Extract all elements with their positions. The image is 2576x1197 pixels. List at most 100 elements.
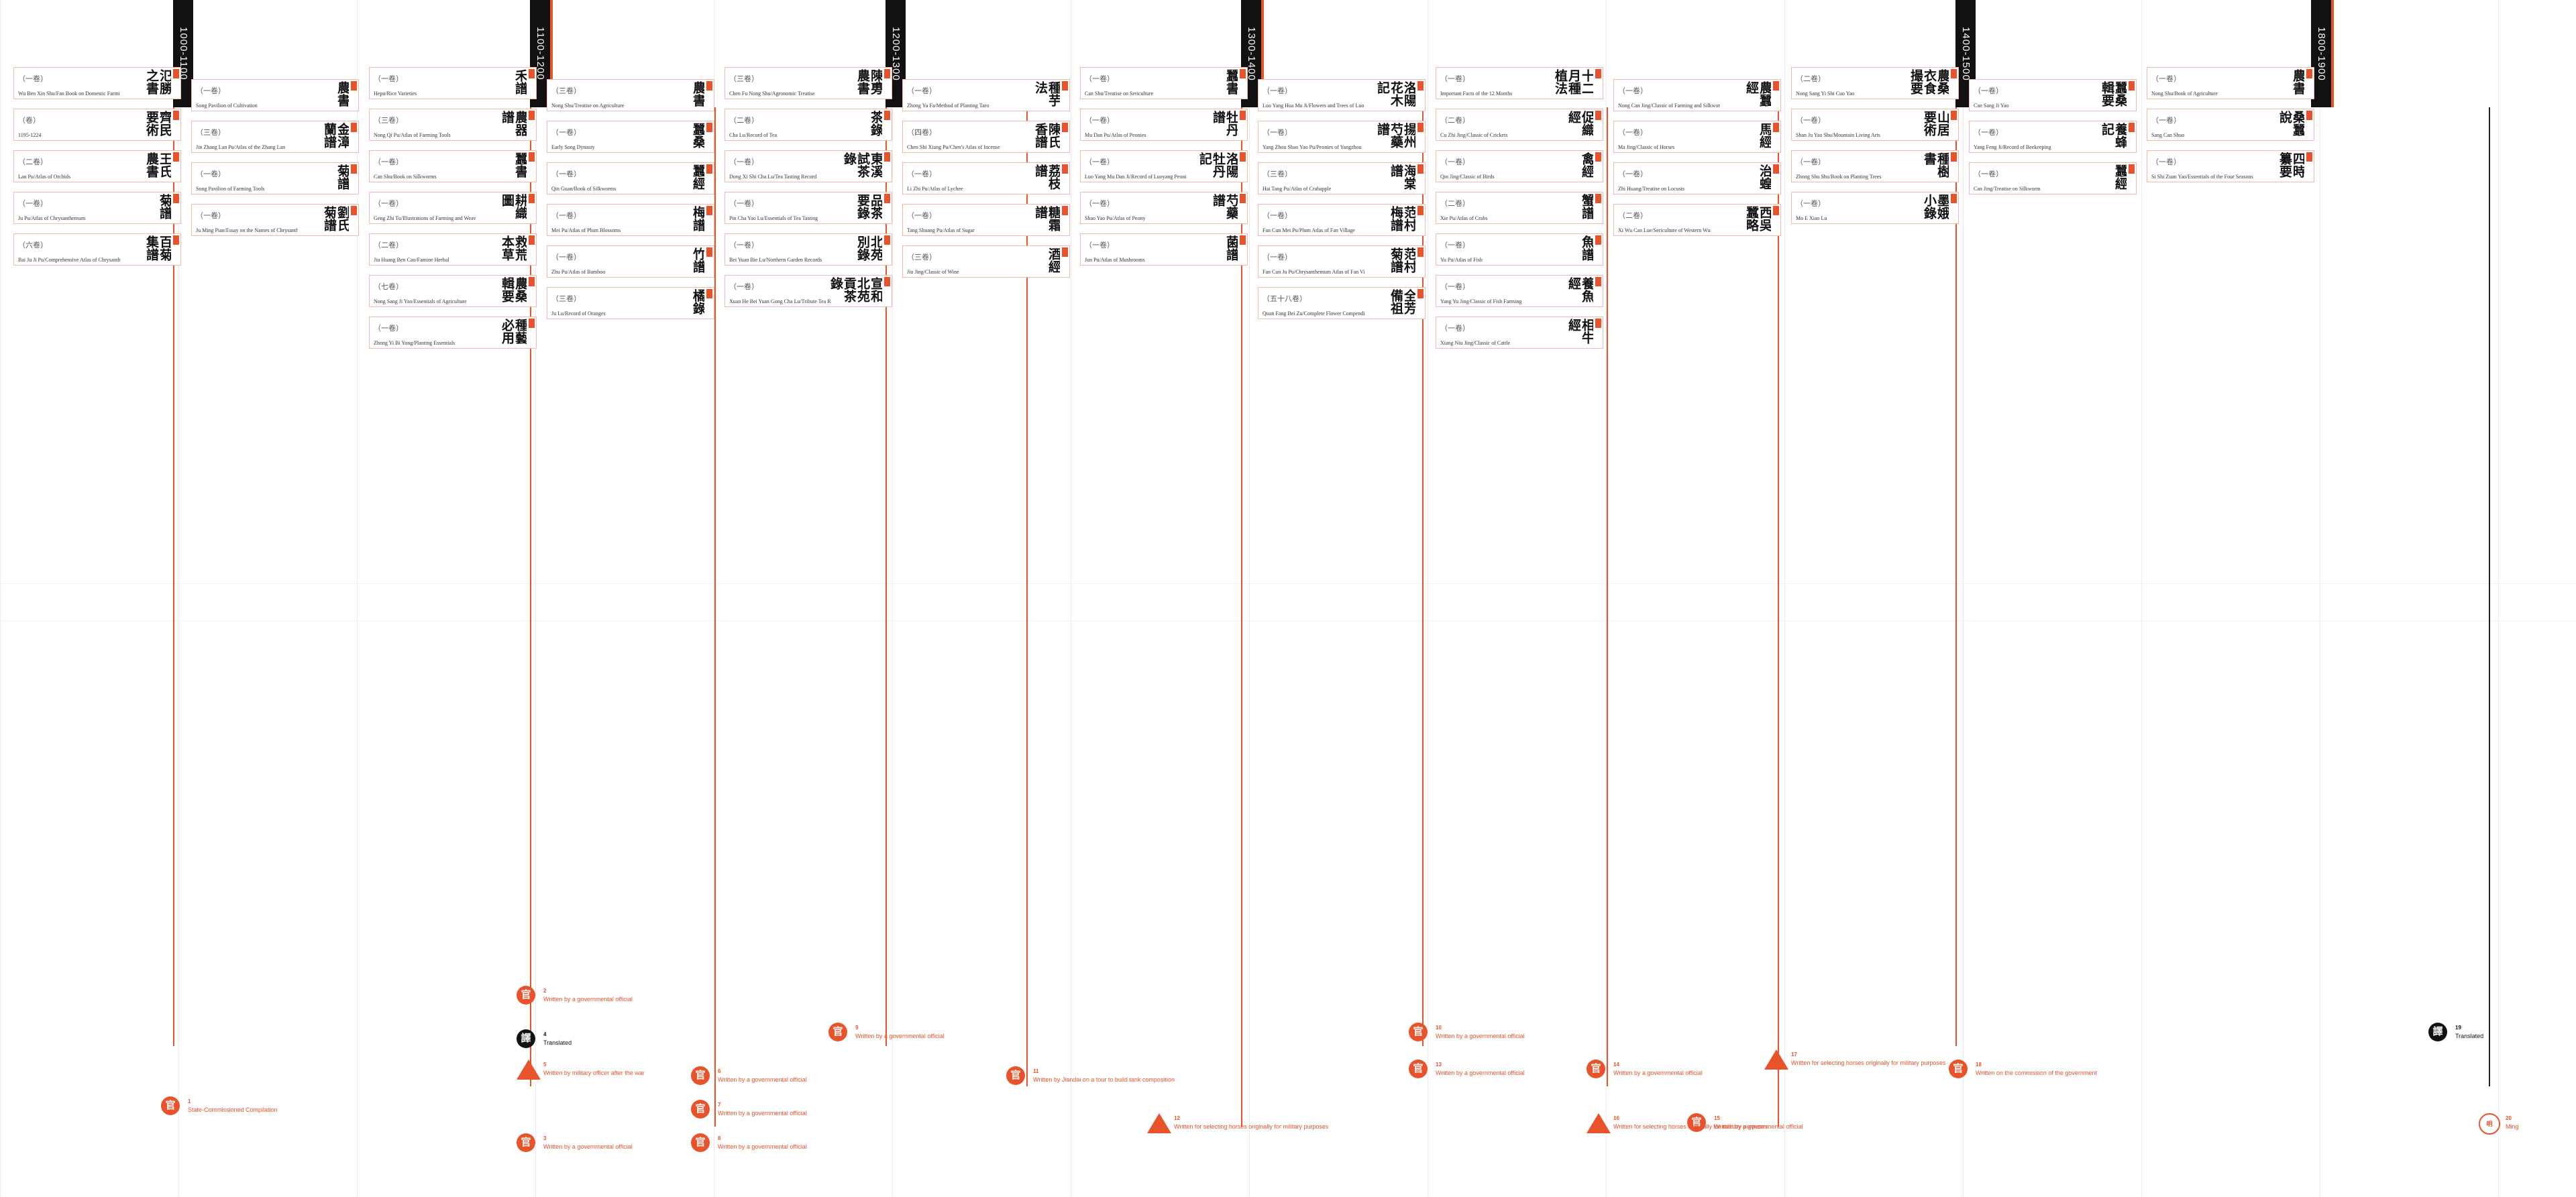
book-card[interactable]: 芍藥譜（一卷）Shao Yao Pu/Atlas of Peony (1080, 192, 1248, 224)
book-card[interactable]: 洛陽花木記（一卷）Luo Yang Hua Mu Ji/Flowers and … (1258, 79, 1426, 111)
book-card[interactable]: 馬經（一卷）Ma Jing/Classic of Horses (1613, 121, 1781, 153)
category-tag (351, 81, 357, 91)
book-card[interactable]: 養魚經（一卷）Yang Yu Jing/Classic of Fish Farm… (1436, 275, 1603, 307)
book-card[interactable]: 禽經（一卷）Qin Jing/Classic of Birds (1436, 150, 1603, 182)
book-card[interactable]: 橘錄（三卷）Ju Lu/Record of Oranges (547, 287, 714, 319)
volume-count: （一卷） (1796, 158, 1825, 166)
book-card[interactable]: 茶錄（二卷）Cha Lu/Record of Tea (724, 109, 892, 141)
book-card[interactable]: 梅譜（一卷）Mei Pu/Atlas of Plum Blossoms (547, 204, 714, 236)
book-card[interactable]: 種樹書（一卷）Zhong Shu Shu/Book on Planting Tr… (1791, 150, 1959, 182)
book-card[interactable]: 菊譜（一卷）Song Pavilion of Farming Tools (191, 162, 359, 194)
book-title-chars: 蠶桑輯要 (2100, 81, 2127, 107)
book-card[interactable]: 禾譜（一卷）Hepu/Rice Varieties (369, 67, 537, 99)
book-card[interactable]: 劉氏菊譜（一卷）Ju Ming Pian/Essay on the Names … (191, 204, 359, 236)
category-tag (529, 111, 535, 120)
grid-line (2141, 0, 2142, 1197)
book-card[interactable]: 蠶桑輯要（一卷）Can Sang Ji Yao (1969, 79, 2137, 111)
book-title-chars: 齊民要術 (144, 111, 171, 136)
book-caption: Ma Jing/Classic of Horses (1618, 144, 1675, 150)
book-card[interactable]: 耕織圖（一卷）Geng Zhi Tu/Illustrations of Farm… (369, 192, 537, 224)
book-card[interactable]: 酒經（三卷）Jiu Jing/Classic of Wine (902, 245, 1070, 278)
book-card[interactable]: 魚譜（一卷）Yu Pu/Atlas of Fish (1436, 233, 1603, 266)
book-card[interactable]: 陳旉農書（三卷）Chen Fu Nong Shu/Agronomic Treat… (724, 67, 892, 99)
category-tag (1417, 81, 1424, 91)
book-card[interactable]: 西吳蠶略（二卷）Xi Wu Can Lue/Sericulture of Wes… (1613, 204, 1781, 236)
annotation-number: 19 (2455, 1025, 2461, 1031)
book-card[interactable]: 十二月種植法（一卷）Important Facts of the 12 Mont… (1436, 67, 1603, 99)
grid-line (535, 0, 536, 1197)
book-card[interactable]: 種藝必用（一卷）Zhong Yi Bi Yong/Planting Essent… (369, 317, 537, 349)
book-card[interactable]: 蟹譜（二卷）Xie Pu/Atlas of Crabs (1436, 192, 1603, 224)
book-card[interactable]: 養蜂記（一卷）Yang Feng Ji/Record of Beekeeping (1969, 121, 2137, 153)
book-card[interactable]: 蠶桑（一卷）Early Song Dynasty (547, 121, 714, 153)
book-card[interactable]: 促織經（二卷）Cu Zhi Jing/Classic of Crickets (1436, 109, 1603, 141)
book-card[interactable]: 相牛經（一卷）Xiang Niu Jing/Classic of Cattle (1436, 317, 1603, 349)
book-caption: Chen Fu Nong Shu/Agronomic Treatise (729, 91, 815, 97)
book-card[interactable]: 北苑別錄（一卷）Bei Yuan Bie Lu/Northern Garden … (724, 233, 892, 266)
category-tag (351, 164, 357, 174)
book-card[interactable]: 菌譜（一卷）Jun Pu/Atlas of Mushrooms (1080, 233, 1248, 266)
book-card[interactable]: 宣和北苑貢茶錄（一卷）Xuan He Bei Yuan Gong Cha Lu/… (724, 275, 892, 307)
category-tag (1951, 152, 1957, 162)
book-card[interactable]: 海棠譜（三卷）Hai Tang Pu/Atlas of Crabapple (1258, 162, 1426, 194)
book-title-chars: 品茶要錄 (855, 194, 882, 219)
book-card[interactable]: 農書（一卷）Song Pavilion of Cultivation (191, 79, 359, 111)
book-card[interactable]: 種芋法（一卷）Zhong Yu Fa/Method of Planting Ta… (902, 79, 1070, 111)
book-card[interactable]: 四時纂要（一卷）Si Shi Zuan Yao/Essentials of th… (2147, 150, 2314, 182)
annotation-text: Written by a governmental official (1613, 1070, 1703, 1076)
book-card[interactable]: 農書（一卷）Nong Shu/Book of Agriculture (2147, 67, 2314, 99)
book-card[interactable]: 農書（三卷）Nong Shu/Treatise on Agriculture (547, 79, 714, 111)
book-caption: Yang Feng Ji/Record of Beekeeping (1974, 144, 2051, 150)
book-card[interactable]: 竹譜（一卷）Zhu Pu/Atlas of Bamboo (547, 245, 714, 278)
book-card[interactable]: 農桑衣食撮要（二卷）Nong Sang Yi Shi Cuo Yao (1791, 67, 1959, 99)
grid-line (0, 620, 2576, 621)
book-card[interactable]: 農桑輯要（七卷）Nong Sang Ji Yao/Essentials of A… (369, 275, 537, 307)
book-card[interactable]: 桑蠶說（一卷）Sang Can Shuo (2147, 109, 2314, 141)
book-card[interactable]: 氾勝之書（一卷）Wu Ben Xin Shu/Fan Book on Domes… (13, 67, 181, 99)
book-card[interactable]: 墨娥小錄（一卷）Mo E Xiao Lu (1791, 192, 1959, 224)
book-card[interactable]: 菊譜（一卷）Ju Pu/Atlas of Chrysanthemum (13, 192, 181, 224)
grid-line (1249, 0, 1250, 1197)
book-card[interactable]: 全芳備祖（五十八卷）Quan Fang Bei Zu/Complete Flow… (1258, 287, 1426, 319)
volume-count: （三卷） (1263, 170, 1292, 178)
annotation-marker: 官 (1949, 1060, 1968, 1078)
book-card[interactable]: 農器譜（三卷）Nong Qi Pu/Atlas of Farming Tools (369, 109, 537, 141)
book-card[interactable]: 蠶書（一卷）Can Shu/Treatise on Sericulture (1080, 67, 1248, 99)
book-card[interactable]: 范村菊譜（一卷）Fan Cun Ju Pu/Chrysanthemum Atla… (1258, 245, 1426, 278)
category-tag (1062, 164, 1068, 174)
book-card[interactable]: 救荒本草（二卷）Jiu Huang Ben Cao/Famine Herbal (369, 233, 537, 266)
volume-count: （一卷） (1618, 170, 1648, 178)
book-card[interactable]: 揚州芍藥譜（一卷）Yang Zhou Shao Yao Pu/Peonies o… (1258, 121, 1426, 153)
book-card[interactable]: 蠶經（一卷）Qin Guan/Book of Silkworms (547, 162, 714, 194)
book-card[interactable]: 陳氏香譜（四卷）Chen Shi Xiang Pu/Chen's Atlas o… (902, 121, 1070, 153)
book-title-chars: 宣和北苑貢茶錄 (828, 277, 882, 302)
annotation-marker: 官 (828, 1023, 847, 1041)
volume-count: （一卷） (18, 74, 48, 83)
volume-count: （一卷） (1440, 241, 1470, 249)
book-card[interactable]: 山居要術（一卷）Shan Ju Yao Shu/Mountain Living … (1791, 109, 1959, 141)
book-card[interactable]: 范村梅譜（一卷）Fan Cun Mei Pu/Plum Atlas of Fan… (1258, 204, 1426, 236)
book-card[interactable]: 洛陽牡丹記（一卷）Luo Yang Mu Dan Ji/Record of Lu… (1080, 150, 1248, 182)
book-card[interactable]: 東溪試茶錄（一卷）Dong Xi Shi Cha Lu/Tea Tasting … (724, 150, 892, 182)
volume-count: （一卷） (1618, 128, 1648, 137)
book-card[interactable]: 蠶經（一卷）Can Jing/Treatise on Silkworm (1969, 162, 2137, 194)
book-card[interactable]: 農蠶經（一卷）Nong Can Jing/Classic of Farming … (1613, 79, 1781, 111)
book-card[interactable]: 王氏農書（二卷）Lan Pu/Atlas of Orchids (13, 150, 181, 182)
category-tag (1595, 277, 1601, 286)
category-tag (706, 289, 712, 298)
book-card[interactable]: 蠶書（一卷）Can Shu/Book on Silkworms (369, 150, 537, 182)
book-card[interactable]: 治蝗（一卷）Zhi Huang/Treatise on Locusts (1613, 162, 1781, 194)
book-card[interactable]: 荔枝譜（一卷）Li Zhi Pu/Atlas of Lychee (902, 162, 1070, 194)
book-card[interactable]: 齊民要術（卷）1195-1224 (13, 109, 181, 141)
book-title-chars: 洛陽牡丹記 (1197, 152, 1238, 178)
timeline-rule (1241, 107, 1242, 1127)
book-card[interactable]: 品茶要錄（一卷）Pin Cha Yao Lu/Essentials of Tea… (724, 192, 892, 224)
book-card[interactable]: 百菊集譜（六卷）Bai Ju Ji Pu/Comprehensive Atlas… (13, 233, 181, 266)
book-caption: Xuan He Bei Yuan Gong Cha Lu/Tribute Tea… (729, 298, 831, 304)
book-card[interactable]: 糖霜譜（一卷）Tang Shuang Pu/Atlas of Sugar (902, 204, 1070, 236)
book-card[interactable]: 牡丹譜（一卷）Mu Dan Pu/Atlas of Peonies (1080, 109, 1248, 141)
book-caption: Song Pavilion of Farming Tools (196, 186, 265, 192)
book-card[interactable]: 金漳蘭譜（三卷）Jin Zhang Lan Pu/Atlas of the Zh… (191, 121, 359, 153)
